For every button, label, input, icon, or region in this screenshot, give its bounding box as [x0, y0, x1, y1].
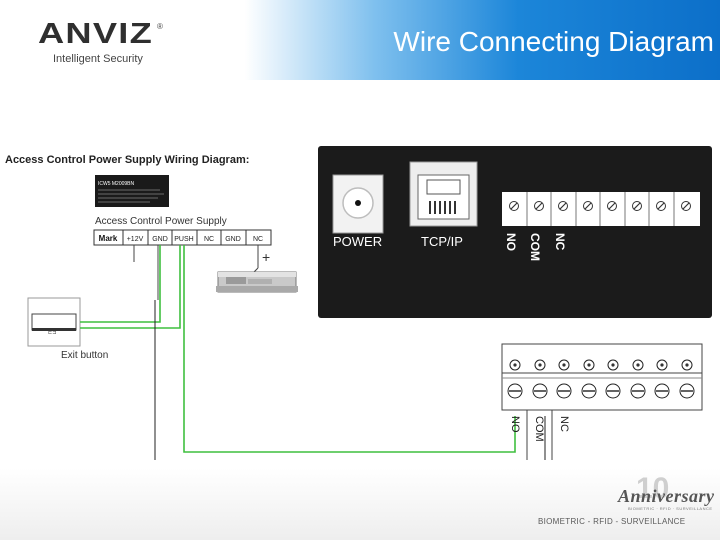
power-supply-label: ICW5 M2009BN: [95, 175, 169, 207]
panel-label-no: NO: [504, 233, 518, 251]
registered-mark: ®: [157, 22, 163, 31]
detail-label-nc: NC: [558, 416, 570, 432]
anniversary-number: 10: [636, 472, 670, 505]
footer-band: 10 Anniversary BIOMETRIC · RFID · SURVEI…: [0, 468, 720, 540]
device-terminal-block: [502, 192, 700, 226]
diagram-heading: Access Control Power Supply Wiring Diagr…: [5, 154, 249, 166]
header-banner: ANVIZ ® Intelligent Security Wire Connec…: [0, 0, 720, 80]
power-supply-caption: Access Control Power Supply: [95, 216, 227, 227]
ethernet-port: [409, 161, 478, 227]
power-port-label: POWER: [333, 234, 382, 249]
power-supply-terminal-strip: Mark +12V GND PUSH NC GND NC: [93, 229, 272, 246]
slide-title: Wire Connecting Diagram: [393, 26, 714, 57]
anviz-logo: ANVIZ: [38, 18, 153, 50]
power-jack: [332, 174, 384, 234]
terminal-12v: +12V: [127, 236, 144, 243]
terminal-mark: Mark: [99, 234, 118, 243]
exit-button-icon: ⊏⊐: [27, 297, 81, 347]
terminal-gnd-1: GND: [152, 236, 168, 243]
anniversary-subtext: BIOMETRIC · RFID · SURVEILLANCE: [628, 506, 713, 511]
supply-model: ICW5 M2009BN: [98, 181, 135, 187]
terminal-gnd-2: GND: [225, 236, 241, 243]
panel-label-com: COM: [528, 233, 542, 261]
detail-label-no: NO: [509, 416, 521, 433]
terminal-block-detail: NO COM NC: [501, 343, 703, 460]
svg-text:⊏⊐: ⊏⊐: [48, 330, 56, 336]
plus-sign: +: [262, 249, 270, 265]
footer-tagline: BIOMETRIC - RFID - SURVEILLANCE: [538, 517, 686, 526]
network-port-label: TCP/IP: [421, 234, 463, 249]
terminal-nc-2: NC: [253, 236, 263, 243]
anniversary-logo: Anniversary: [618, 486, 715, 506]
terminal-nc-1: NC: [204, 236, 214, 243]
black-wires: [154, 300, 546, 460]
exit-button-label: Exit button: [61, 350, 108, 361]
terminal-push: PUSH: [174, 236, 193, 243]
panel-label-nc: NC: [553, 233, 567, 251]
logo-tagline: Intelligent Security: [53, 53, 143, 65]
detail-label-com: COM: [533, 416, 545, 442]
electric-lock-icon: [216, 271, 298, 293]
device-back-panel: POWER TCP/IP: [318, 146, 712, 318]
green-wires: [80, 245, 516, 453]
